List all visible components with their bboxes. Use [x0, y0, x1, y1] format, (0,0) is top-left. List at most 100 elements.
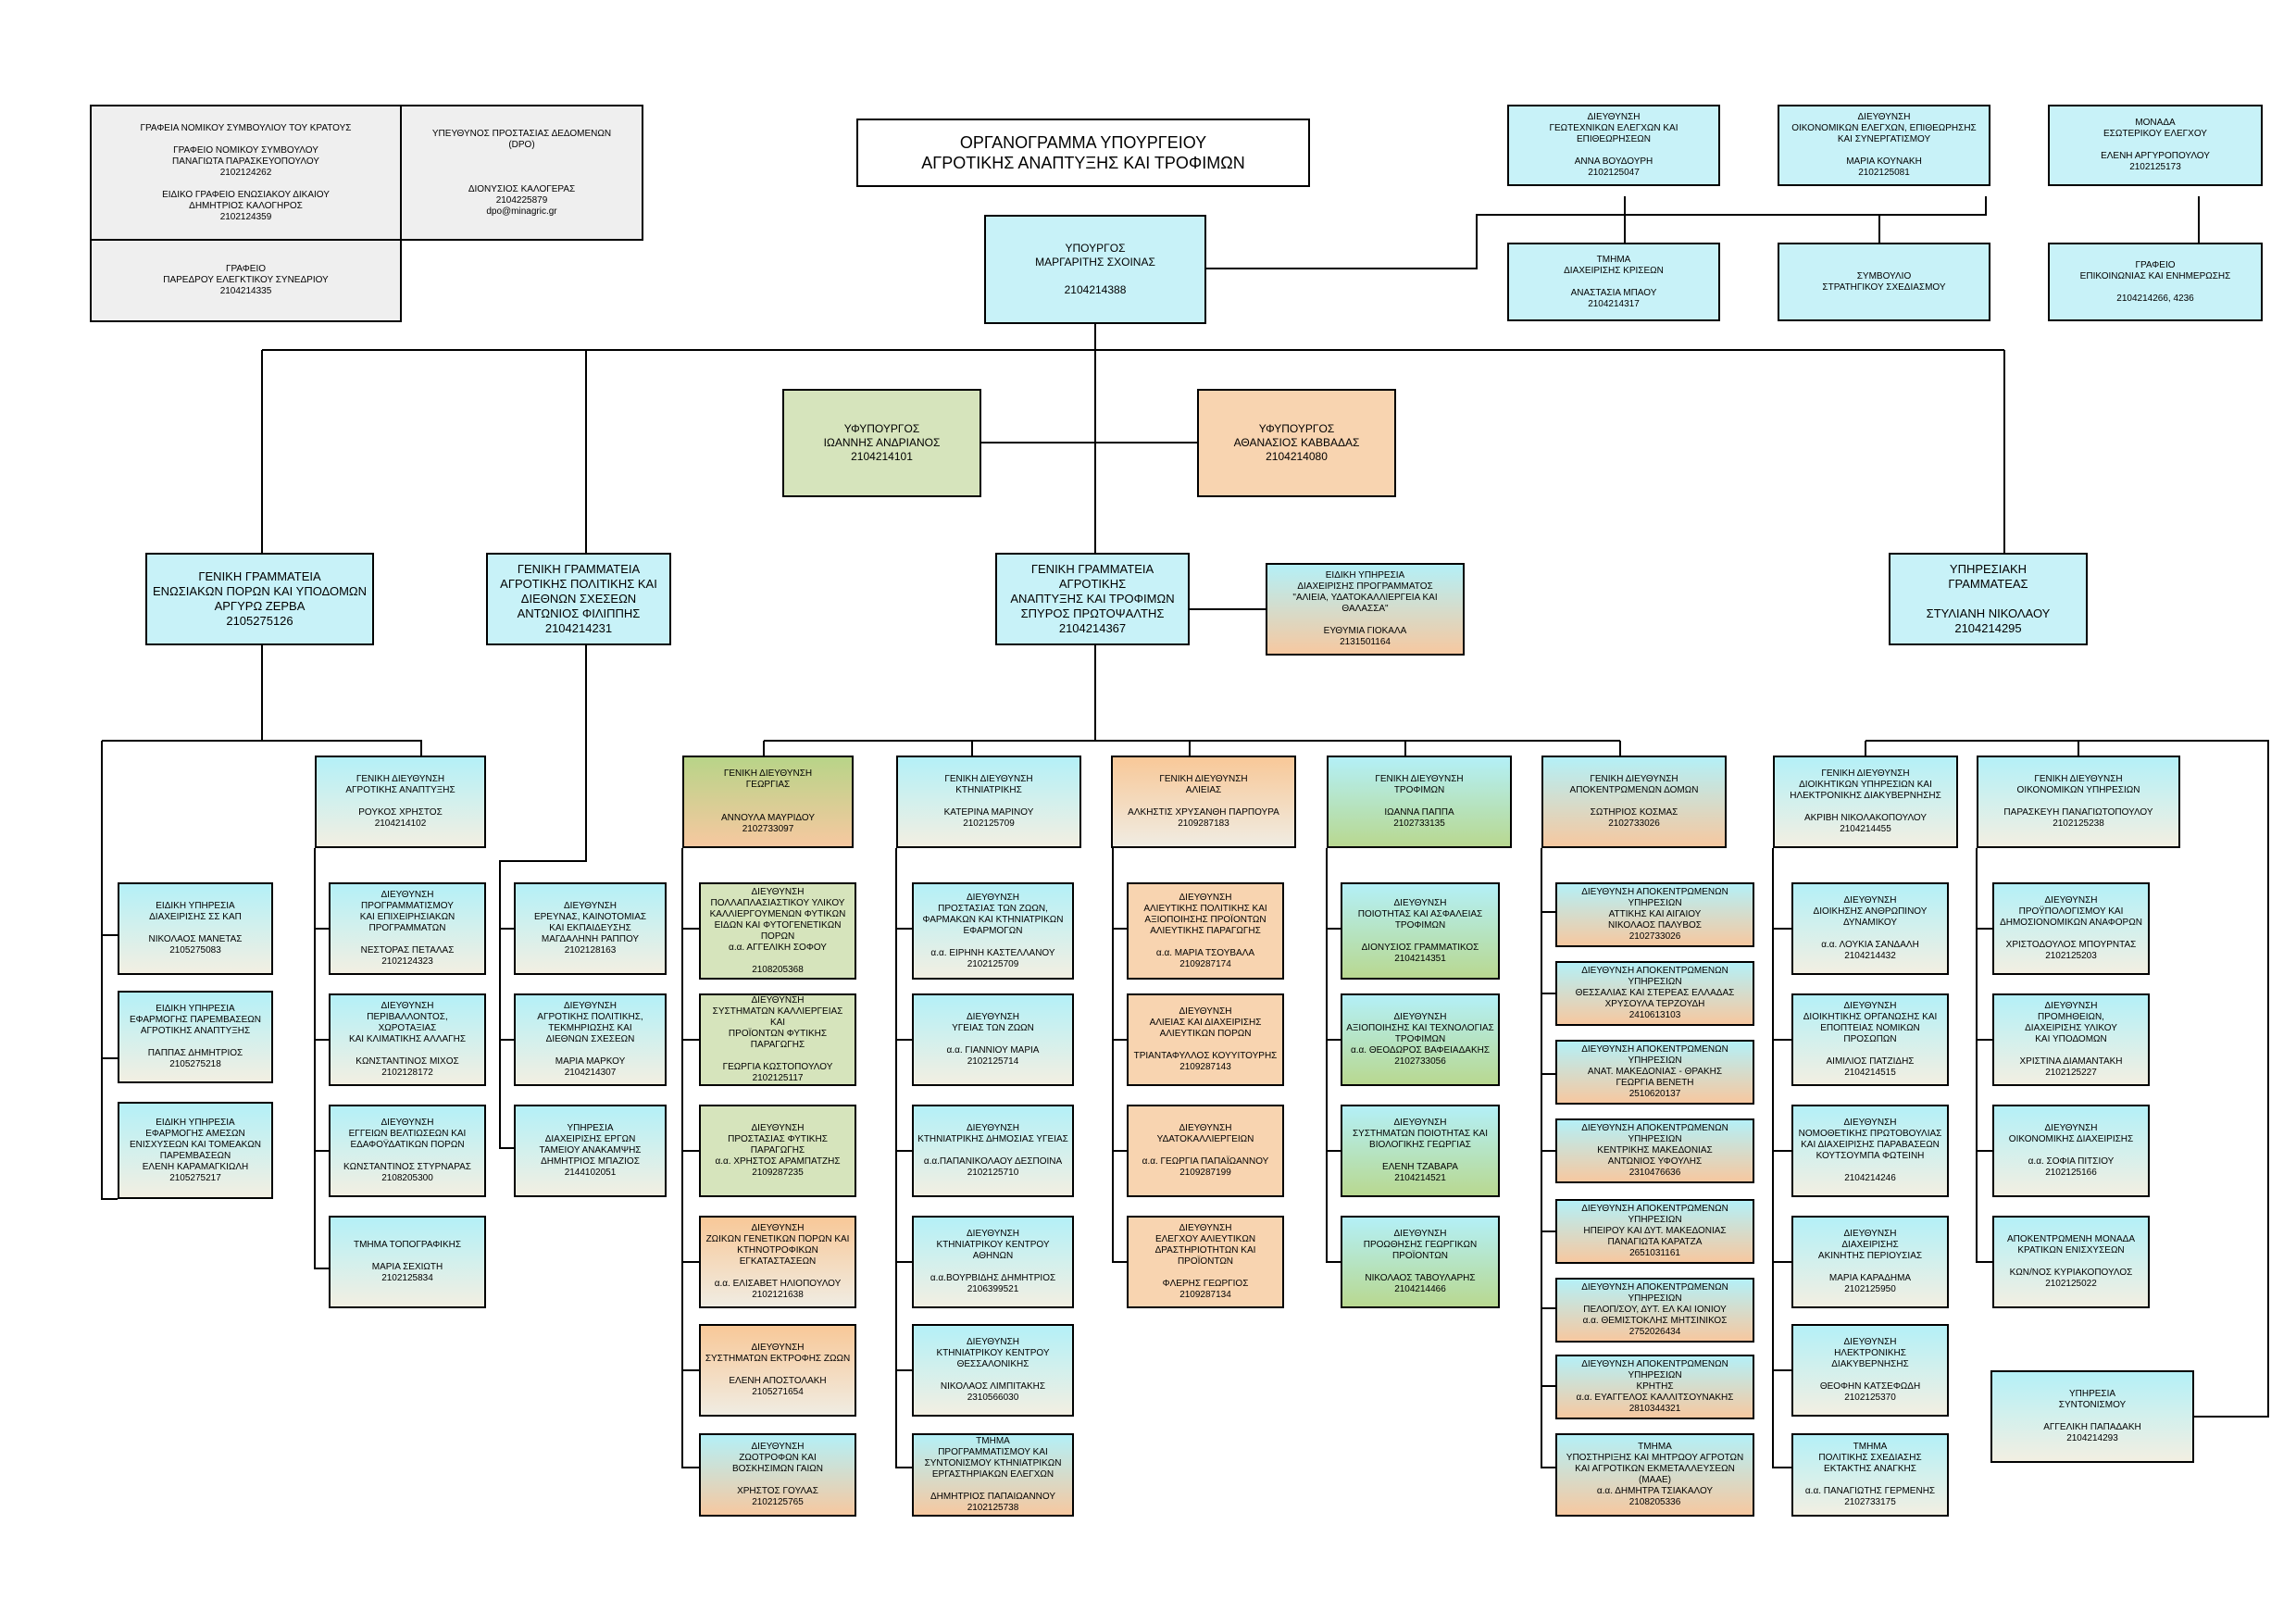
box-line: ΠΑΝΑΓΙΩΤΑ ΚΑΡΑΤΖΑ [1607, 1237, 1703, 1247]
box-line: ΕΠΙΘΕΩΡΗΣΕΩΝ [1576, 134, 1652, 144]
box-line: 2410613103 [1628, 1010, 1681, 1020]
box-line: ΔΙΑΧΕΙΡΙΣΗΣ ΕΡΓΩΝ [544, 1134, 636, 1144]
box-line: ΔΡΑΣΤΗΡΙΟΤΗΤΩΝ ΚΑΙ [1154, 1245, 1256, 1255]
box-line: ΜΑΓΔΑΛΗΝΗ ΡΑΠΠΟΥ [541, 934, 640, 944]
box-line [1869, 1370, 1872, 1381]
box-line: ΚΡΗΤΗΣ [1636, 1381, 1674, 1392]
box-line: ΚΑΙ ΕΚΠΑΙΔΕΥΣΗΣ [549, 923, 631, 933]
box-line: 2108205368 [752, 964, 804, 975]
box-line: ΕΣΩΤΕΡΙΚΟΥ ΕΛΕΓΧΟΥ [2103, 129, 2207, 139]
box-line: 2102125709 [967, 958, 1019, 969]
box-line: 2104214335 [219, 286, 272, 296]
box-line [589, 1045, 592, 1056]
box-line [1613, 145, 1616, 156]
box-line: 2651031161 [1629, 1248, 1680, 1258]
box-line: ΕΙΔΙΚΗ ΥΠΗΡΕΣΙΑ [156, 1117, 235, 1128]
box-line: ΣΥΝΤΟΝΙΣΜΟΥ [2058, 1400, 2127, 1410]
box-line [194, 923, 197, 934]
box-line: ΤΡΟΦΙΜΩΝ [1394, 919, 1446, 931]
box-line: ΠΡΟΓΡΑΜΜΑΤΙΣΜΟΥ [361, 901, 454, 911]
box-line [992, 1262, 994, 1273]
box-line: ΜΑΡΙΑ ΚΑΡΑΔΗΜΑ [1828, 1273, 1912, 1283]
box-line: ΚΕΝΤΡΙΚΗΣ ΜΑΚΕΔΟΝΙΑΣ [1597, 1145, 1713, 1156]
box-line: 2102128163 [564, 945, 617, 956]
box-line: ΒΙΟΛΟΓΙΚΗΣ ΓΕΩΡΓΙΑΣ [1369, 1140, 1471, 1150]
box-line: ΚΑΛΛΙΕΡΓΟΥΜΕΝΩΝ ΦΥΤΙΚΩΝ [709, 908, 846, 919]
box-line: 2104214521 [1394, 1173, 1446, 1183]
box-line: ΑΝΑΠΤΥΞΗΣ ΚΑΙ ΤΡΟΦΙΜΩΝ [1010, 592, 1175, 606]
box-line: 2102733026 [1628, 931, 1681, 942]
box-line: ΥΠΗΡΕΣΙΑ [2068, 1389, 2116, 1399]
box-line: ΓΕΝΙΚΗ ΔΙΕΥΘΥΝΣΗ [1821, 768, 1910, 779]
box-line: ΤΡΟΦΙΜΩΝ [1393, 785, 1445, 795]
box-line: ΤΡΟΦΙΜΩΝ [1394, 1034, 1446, 1044]
box-line [777, 1051, 780, 1062]
box-line: ΕΙΔΙΚΗ ΥΠΗΡΕΣΙΑ [1325, 570, 1405, 581]
box-line: 2102125714 [967, 1056, 1019, 1067]
box-line: ΔΙΑΧΕΙΡΙΣΗΣ ΠΡΟΓΡΑΜΜΑΤΟΣ [1297, 581, 1433, 592]
box-line: ΚΑΙ ΔΙΑΧΕΙΡΙΣΗΣ ΠΑΡΑΒΑΣΕΩΝ [1801, 1140, 1940, 1150]
box-line [992, 1145, 994, 1156]
box-line: ΕΡΓΑΣΤΗΡΙΑΚΩΝ ΕΛΕΓΧΩΝ [931, 1469, 1054, 1480]
box-line: 2102121638 [752, 1290, 804, 1300]
box-line: ΔΙΕΥΘΥΝΣΗ [967, 892, 1019, 903]
box-line: 2102125238 [2053, 818, 2104, 829]
box-line: ΔΙΕΥΘΥΝΣΗ [1843, 1229, 1897, 1239]
box-line: 2104214307 [564, 1068, 617, 1078]
box-line: ΔΙΕΥΘΥΝΣΗ [2044, 1123, 2098, 1133]
box-line: ΔΙΕΥΘΥΝΣΗ [1843, 1118, 1897, 1128]
box-line [1883, 145, 1886, 156]
box-line: ΚΡΑΤΙΚΩΝ ΕΝΙΣΧΥΣΕΩΝ [2017, 1245, 2125, 1255]
box-line: ΡΟΥΚΟΣ ΧΡΗΣΤΟΣ [358, 807, 443, 818]
box-line: ΔΙΟΙΚΗΤΙΚΗΣ ΟΡΓΑΝΩΣΗΣ ΚΑΙ [1803, 1012, 1938, 1022]
box-line: 2102125117 [752, 1073, 804, 1083]
box-line: ΕΥΘΥΜΙΑ ΓΙΟΚΑΛΑ [1323, 626, 1407, 636]
box-line: ΓΕΝΙΚΗ ΔΙΕΥΘΥΝΣΗ [1590, 774, 1678, 784]
box-line: ΔΙΕΥΘΥΝΣΗ [1587, 112, 1641, 122]
box-line: ΔΙΕΥΘΥΝΣΗ [1393, 897, 1447, 908]
box-line: ΑΓΡΟΤΙΚΗΣ ΠΟΛΙΤΙΚΗΣ ΚΑΙ [500, 577, 657, 591]
box-line: 2109287143 [1179, 1062, 1231, 1072]
box-line: ΥΠΟΥΡΓΟΣ [1065, 242, 1126, 255]
box-line: 2102125081 [1858, 168, 1910, 178]
box-line [2070, 1045, 2073, 1056]
box-line: ΝΙΚΟΛΑΟΣ ΤΑΒΟΥΛΑΡΗΣ [1365, 1273, 1476, 1283]
box-line: ΚΑΤΕΡΙΝΑ ΜΑΡΙΝΟΥ [943, 807, 1034, 818]
box-line: ΣΥΣΤΗΜΑΤΩΝ ΠΟΙΟΤΗΤΑΣ ΚΑΙ [1352, 1129, 1489, 1139]
box-line: ΠΡΟΪΟΝΤΩΝ [1391, 1251, 1449, 1261]
box-line: ΑΝΝΑ ΒΟΥΔΟΥΡΗ [1574, 156, 1653, 167]
box-line: α.α.ΒΟΥΡΒΙΔΗΣ ΔΗΜΗΤΡΙΟΣ [930, 1273, 1056, 1283]
box-line: ΔΙΕΥΘΥΝΣΗ [1179, 1006, 1232, 1017]
box-line: ΔΙΕΥΘΥΝΣΗ [751, 995, 805, 1006]
box-line: ΔΙΕΥΘΥΝΣΗ [381, 1118, 434, 1128]
box-line: ΔΙΕΥΘΥΝΣΗ [1179, 1223, 1232, 1233]
box-line: ΚΤΗΝΙΑΤΡΙΚΟΥ ΚΕΝΤΡΟΥ [936, 1348, 1050, 1358]
box-line [406, 1045, 409, 1056]
box-line: ΕΛΕΝΗ ΑΠΟΣΤΟΛΑΚΗ [729, 1376, 827, 1386]
box-line: ΠΟΛΙΤΙΚΗΣ ΣΧΕΔΙΑΣΗΣ [1818, 1453, 1922, 1463]
box-line [194, 1037, 197, 1048]
box-line: ΖΩΙΚΩΝ ΓΕΝΕΤΙΚΩΝ ΠΟΡΩΝ ΚΑΙ [705, 1234, 850, 1244]
box-line: 2310566030 [967, 1393, 1019, 1403]
box-line: ΑΚΙΝΗΤΗΣ ΠΕΡΙΟΥΣΙΑΣ [1817, 1251, 1923, 1261]
box-line: 2102125710 [967, 1168, 1019, 1178]
box-line: 2106399521 [967, 1284, 1019, 1294]
